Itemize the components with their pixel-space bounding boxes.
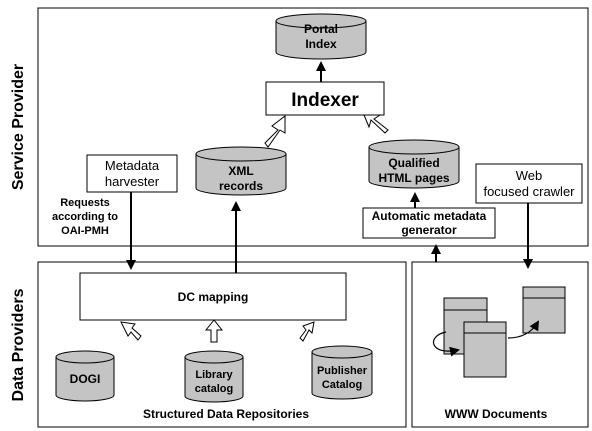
- indexer-label: Indexer: [291, 90, 359, 111]
- dc-mapping-box: DC mapping: [79, 272, 347, 321]
- metadata-harvester-label-1: Metadata: [105, 158, 160, 173]
- publisher-to-dcmapping-arrow: [299, 321, 315, 342]
- publisher-catalog-cylinder: Publisher Catalog: [311, 345, 373, 400]
- web-crawler-label-2: focused crawler: [483, 184, 575, 199]
- structured-repos-region: [37, 261, 407, 428]
- xml-records-label-1: XML: [228, 164, 253, 178]
- web-crawler-label-1: Web: [516, 168, 543, 183]
- auto-metadata-label-1: Automatic metadata: [372, 209, 487, 223]
- www-link-arrow-1: [432, 331, 460, 357]
- dogi-cylinder: DOGI: [55, 350, 115, 402]
- requests-label-1: Requests: [60, 197, 110, 209]
- auto-metadata-box: Automatic metadata generator: [362, 207, 496, 239]
- requests-label-3: OAI-PMH: [61, 225, 109, 237]
- xml-records-cylinder: XML records: [195, 146, 287, 196]
- service-provider-region: [37, 7, 589, 247]
- www-documents-region: [411, 261, 589, 428]
- requests-label-2: according to: [52, 211, 118, 223]
- publisher-catalog-label-2: Catalog: [322, 379, 362, 391]
- xml-to-indexer-arrow: [264, 114, 286, 148]
- html-to-indexer-arrow: [363, 114, 389, 134]
- library-catalog-label-2: catalog: [195, 383, 234, 395]
- library-to-dcmapping-arrow: [204, 319, 224, 343]
- dc-mapping-label: DC mapping: [178, 290, 249, 304]
- service-provider-label: Service Provider: [10, 64, 27, 190]
- www-doc-2: [463, 321, 507, 378]
- auto-metadata-label-2: generator: [401, 223, 457, 237]
- dogi-to-dcmapping-arrow: [120, 321, 142, 341]
- qualified-html-cylinder: Qualified HTML pages: [368, 139, 460, 189]
- indexer-box: Indexer: [265, 81, 385, 116]
- www-link-arrow-2: [507, 320, 540, 339]
- web-crawler-box: Web focused crawler: [475, 163, 583, 204]
- metadata-harvester-box: Metadata harvester: [86, 154, 178, 193]
- publisher-catalog-label-1: Publisher: [317, 365, 368, 377]
- library-catalog-label-1: Library: [195, 369, 233, 381]
- xml-records-label-2: records: [219, 179, 263, 193]
- portal-index-cylinder: Portal Index: [275, 13, 367, 60]
- www-documents-label: WWW Documents: [445, 407, 548, 421]
- library-catalog-cylinder: Library catalog: [184, 350, 244, 403]
- dogi-label: DOGI: [70, 372, 101, 386]
- portal-index-label-1: Portal: [304, 22, 338, 36]
- data-providers-label: Data Providers: [10, 288, 27, 401]
- portal-index-label-2: Index: [305, 37, 337, 51]
- qualified-html-label-1: Qualified: [388, 156, 439, 170]
- www-doc-3: [522, 286, 566, 334]
- structured-repos-label: Structured Data Repositories: [143, 407, 309, 421]
- requests-note: Requests according to OAI-PMH: [52, 197, 118, 237]
- qualified-html-label-2: HTML pages: [378, 171, 449, 185]
- metadata-harvester-label-2: harvester: [105, 174, 160, 189]
